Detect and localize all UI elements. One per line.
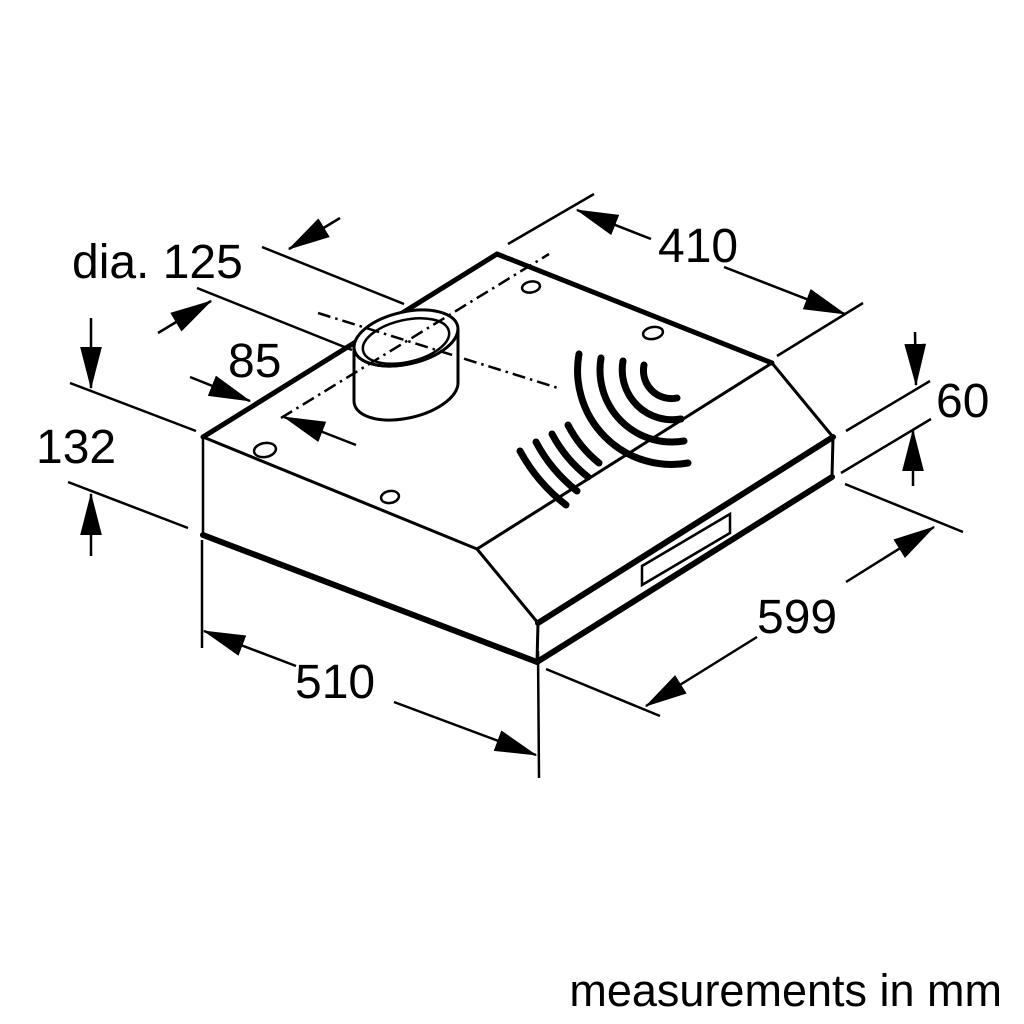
duct-outer-rim bbox=[352, 308, 460, 368]
control-panel bbox=[640, 511, 732, 588]
dimension-annotations bbox=[67, 192, 964, 779]
left-face bbox=[203, 437, 538, 662]
mounting-holes bbox=[252, 280, 665, 505]
front-chamfer-band bbox=[477, 363, 833, 623]
hood-outline bbox=[200, 251, 836, 665]
duct-inner-rim bbox=[361, 317, 451, 365]
units-note: measurements in mm bbox=[569, 965, 1002, 1016]
dimension-label-rear-height: 132 bbox=[36, 421, 116, 474]
duct-collar bbox=[352, 308, 460, 422]
top-face bbox=[203, 254, 772, 549]
duct-centre-lines bbox=[280, 252, 559, 420]
dimension-label-duct-centre-offset: 85 bbox=[228, 335, 281, 388]
dimension-label-side-depth: 510 bbox=[295, 656, 375, 709]
dimension-label-top-depth: 410 bbox=[658, 220, 738, 273]
dimension-label-front-width: 599 bbox=[757, 591, 837, 644]
dimension-label-duct-diameter: dia. 125 bbox=[72, 236, 243, 289]
dimension-label-front-height: 60 bbox=[936, 375, 989, 428]
